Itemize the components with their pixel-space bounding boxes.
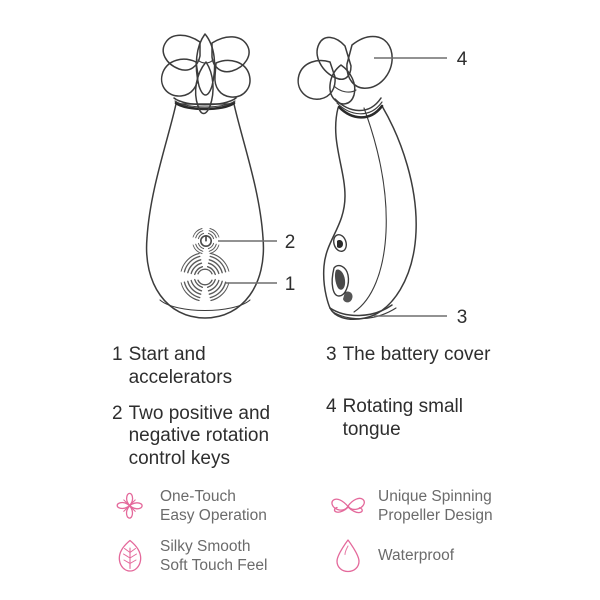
- side-view-buttons: [331, 234, 353, 303]
- feature-waterproof: Waterproof: [328, 534, 454, 578]
- battery-cover-seam: [329, 304, 393, 317]
- side-view-button-large: [331, 264, 350, 297]
- legend-item-3-number: 3: [326, 344, 337, 365]
- feature-silky-smooth: Silky Smooth Soft Touch Feel: [110, 534, 267, 578]
- feature-silky-smooth-label: Silky Smooth Soft Touch Feel: [160, 537, 268, 574]
- callout-2: 2: [218, 232, 295, 253]
- legend-item-4: 4 Rotating small tongue: [326, 396, 556, 442]
- leaf-icon: [110, 534, 150, 578]
- front-view: [145, 33, 265, 319]
- front-view-rotating-tongue: [160, 33, 251, 115]
- side-view-rotating-tongue: [297, 35, 393, 105]
- legend-item-2: 2 Two positive and negative rotation con…: [112, 403, 312, 471]
- front-view-collar: [174, 101, 236, 111]
- legend-column-right: 3 The battery cover 4 Rotating small ton…: [326, 344, 556, 454]
- numbered-legend: 1 Start and accelerators 2 Two positive …: [0, 344, 600, 474]
- legend-item-3: 3 The battery cover: [326, 344, 556, 367]
- side-view-body-right: [329, 105, 417, 320]
- legend-item-2-number: 2: [112, 402, 123, 424]
- callouts: 2 1 4 3: [218, 49, 468, 328]
- callout-4: 4: [374, 49, 468, 70]
- legend-item-2-text: Two positive and negative rotation contr…: [128, 402, 271, 470]
- callout-3-number: 3: [457, 307, 468, 328]
- feature-propeller: Unique Spinning Propeller Design: [328, 484, 493, 528]
- legend-column-left: 1 Start and accelerators 2 Two positive …: [112, 344, 312, 484]
- callout-1: 1: [226, 274, 295, 295]
- propeller-icon: [328, 484, 368, 528]
- feature-one-touch-label: One-Touch Easy Operation: [160, 487, 267, 524]
- feature-list: One-Touch Easy Operation Silky Smooth So…: [0, 482, 600, 597]
- battery-cover-seam-inner: [332, 307, 397, 320]
- side-view-body-left: [322, 107, 346, 309]
- callout-3: 3: [374, 307, 467, 328]
- legend-item-1: 1 Start and accelerators: [112, 344, 312, 390]
- front-view-base-seam: [159, 299, 251, 311]
- large-control-button[interactable]: [180, 252, 230, 302]
- side-view-inner-edge: [353, 107, 387, 313]
- callout-2-number: 2: [285, 232, 296, 253]
- callout-4-number: 4: [457, 49, 468, 70]
- legend-item-4-text: Rotating small tongue: [342, 395, 463, 440]
- product-illustration: .ln { fill:none; stroke:#3c3c3c; stroke-…: [145, 33, 468, 328]
- legend-item-1-number: 1: [112, 344, 123, 365]
- legend-item-1-text: Start and accelerators: [128, 344, 233, 388]
- feature-waterproof-label: Waterproof: [378, 547, 455, 565]
- feature-one-touch: One-Touch Easy Operation: [110, 484, 267, 528]
- small-control-button[interactable]: [192, 228, 220, 254]
- side-view-collar: [334, 97, 384, 119]
- callout-1-number: 1: [285, 274, 296, 295]
- side-view: [297, 35, 417, 320]
- flower-icon: [110, 484, 150, 528]
- legend-item-3-text: The battery cover: [342, 344, 491, 365]
- legend-item-4-number: 4: [326, 395, 337, 417]
- water-drop-icon: [328, 534, 368, 578]
- front-view-body: [145, 103, 265, 319]
- feature-propeller-label: Unique Spinning Propeller Design: [378, 487, 493, 524]
